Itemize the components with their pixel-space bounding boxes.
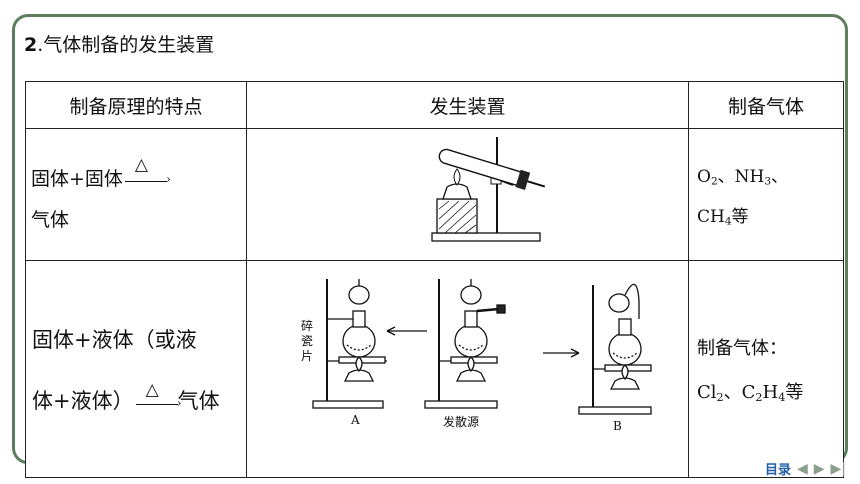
heat-triangle-icon: △	[145, 379, 159, 400]
toc-button[interactable]: 目录	[764, 463, 791, 478]
gas-cl2: Cl	[697, 382, 717, 403]
stand-base	[431, 232, 541, 242]
test-tube	[438, 148, 525, 186]
principle-cell-solid-solid: 固体+固体△› 气体	[25, 128, 247, 261]
shards-label: 碎 瓷 片	[301, 319, 314, 363]
gases-cell-row2: 制备气体： Cl2、C2H4等	[688, 260, 844, 478]
heat-triangle-icon: △	[134, 155, 148, 175]
table-row: 固体+液体（或液 体+液体）△›气体	[25, 260, 844, 478]
apparatus-cell-solid-heating	[246, 128, 689, 261]
principle-text: 固体+固体	[31, 168, 123, 190]
solid-heating-apparatus-diagram	[431, 137, 546, 242]
stopper	[515, 169, 531, 190]
gas-o2: O	[697, 166, 711, 187]
heating-arrow: △›	[134, 379, 182, 412]
slide-navigation: 目录 ◀ ▶ ▶|	[764, 459, 846, 479]
gas-c2h4: 、C	[723, 382, 756, 403]
heading-number: 2	[24, 34, 38, 56]
principle-product: 气体	[31, 209, 70, 231]
alcohol-lamp	[442, 183, 472, 200]
arrow-head-icon: ›	[166, 172, 171, 186]
last-slide-icon[interactable]: ▶|	[830, 460, 846, 477]
gases-heading: 制备气体：	[697, 338, 787, 359]
gas-ch4: CH	[697, 206, 725, 227]
principle-product: 气体	[177, 388, 220, 413]
heading-text: .气体制备的发生装置	[37, 34, 215, 56]
principle-cell-solid-liquid: 固体+液体（或液 体+液体）△›气体	[25, 260, 247, 478]
principle-text-2: 体+液体）	[32, 388, 134, 413]
heating-arrow: △›	[123, 155, 171, 189]
gases-cell-row1: O2、NH3、 CH4等	[688, 128, 844, 261]
arrow-head-icon: ›	[176, 395, 182, 410]
label-source: 发散源	[443, 415, 480, 429]
gas-nh3: 、NH	[717, 166, 765, 187]
prev-slide-icon[interactable]: ◀	[796, 460, 808, 477]
table-row: 固体+固体△› 气体	[25, 128, 844, 261]
header-gases: 制备气体	[688, 81, 844, 129]
apparatus-cell-liquid-heating: 碎 瓷 片 A 发散源 B	[246, 260, 689, 478]
apparatus-table: 制备原理的特点 发生装置 制备气体 固体+固体△› 气体	[25, 81, 844, 478]
apparatus-b	[578, 283, 652, 415]
liquid-heating-apparatus-diagram	[312, 279, 652, 415]
apparatus-a	[312, 279, 387, 409]
header-apparatus: 发生装置	[246, 81, 689, 129]
table-header-row: 制备原理的特点 发生装置 制备气体	[25, 81, 844, 129]
principle-text: 固体+液体（或液	[32, 327, 197, 352]
label-b: B	[613, 419, 622, 433]
support-block	[436, 198, 478, 234]
header-principle: 制备原理的特点	[25, 81, 247, 129]
next-slide-icon[interactable]: ▶	[813, 460, 825, 477]
flame-icon	[453, 168, 461, 186]
delivery-tube	[527, 180, 546, 188]
label-a: A	[351, 413, 360, 427]
section-heading: 2.气体制备的发生装置	[24, 30, 214, 57]
apparatus-source	[424, 279, 506, 409]
